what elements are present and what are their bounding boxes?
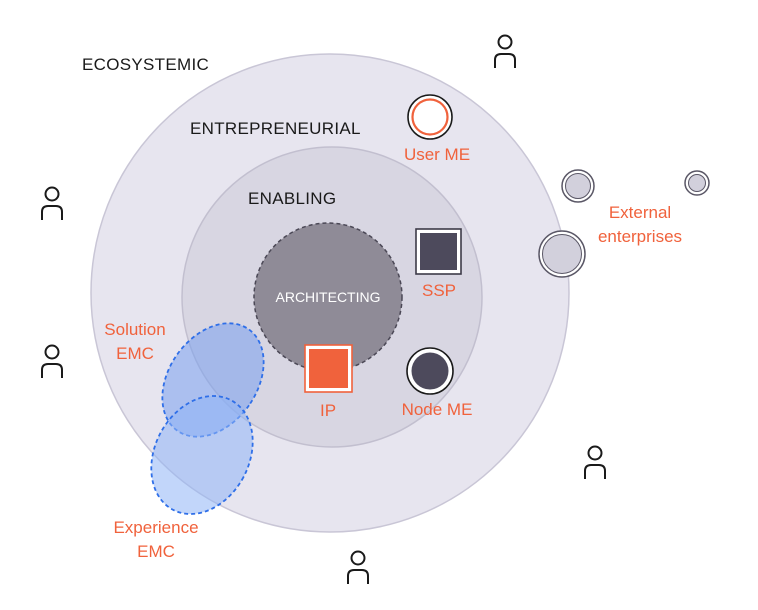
person-icon bbox=[584, 445, 606, 479]
ssp-node-inner bbox=[420, 233, 457, 270]
ecosystemic-label: ECOSYSTEMIC bbox=[82, 55, 209, 74]
person-icon bbox=[41, 344, 63, 378]
user-me-label: User ME bbox=[404, 145, 470, 164]
solution-emc-label-line1: Solution bbox=[104, 320, 165, 339]
external-enterprise-node-fill bbox=[688, 174, 706, 192]
architecting-core bbox=[253, 222, 403, 372]
enabling-label: ENABLING bbox=[248, 189, 336, 208]
external-enterprises-label-line2: enterprises bbox=[598, 227, 682, 246]
external-enterprises-label-line1: External bbox=[609, 203, 671, 222]
ip-node-inner bbox=[309, 349, 348, 388]
external-enterprise-node-fill bbox=[565, 173, 591, 199]
entrepreneurial-label: ENTREPRENEURIAL bbox=[190, 119, 361, 138]
experience-emc-label-line2: EMC bbox=[137, 542, 175, 561]
person-icon bbox=[41, 186, 63, 220]
ip-label: IP bbox=[320, 401, 336, 420]
person-icon bbox=[494, 34, 516, 68]
experience-emc-ellipse bbox=[150, 395, 254, 515]
node-me-label: Node ME bbox=[402, 400, 473, 419]
architecting-label: ARCHITECTING bbox=[276, 289, 381, 305]
person-icon bbox=[347, 550, 369, 584]
node-me-inner bbox=[411, 352, 449, 390]
ssp-label: SSP bbox=[422, 281, 456, 300]
user-me-node-inner bbox=[411, 98, 449, 136]
external-enterprise-node-fill bbox=[542, 234, 582, 274]
experience-emc-label-line1: Experience bbox=[113, 518, 198, 537]
solution-emc-label-line2: EMC bbox=[116, 344, 154, 363]
